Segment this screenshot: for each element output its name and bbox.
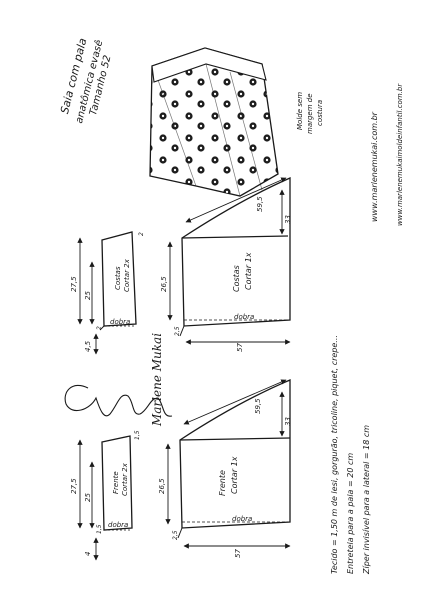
saia-costas-curve: 59,5 [256, 196, 264, 212]
pala-costas-bottom-offset: 2 [96, 326, 103, 330]
pala-costas-height-total: 27,5 [70, 276, 78, 292]
saia-costas-side: 33 [284, 215, 292, 224]
saia-costas-piece [167, 177, 291, 345]
pala-costas-height-inner: 25 [84, 291, 92, 300]
pala-frente-height-total: 27,5 [70, 478, 78, 494]
skirt-illustration [149, 47, 279, 197]
pala-frente-name: Frente [112, 471, 120, 494]
pala-costas-piece [77, 231, 137, 355]
pala-frente-bottom-width: 4 [84, 551, 92, 556]
pala-frente-piece [77, 435, 133, 561]
saia-costas-height: 26,5 [160, 276, 168, 292]
saia-frente-height: 26,5 [158, 478, 166, 494]
fabric-note-line3: Zíper invisível para a lateral = 18 cm [362, 424, 371, 574]
saia-frente-instruction: Cortar 1x [230, 456, 239, 494]
saia-costas-fold: dobra [234, 313, 255, 321]
signature: Marlene Mukai [150, 332, 164, 426]
pala-costas-instruction: Cortar 2x [123, 259, 131, 292]
url-site1: www.marlenemukai.com.br [370, 112, 379, 222]
signature-scribble [64, 384, 173, 417]
saia-frente-fold: dobra [232, 515, 253, 523]
pala-frente-right-offset: 1,5 [134, 430, 141, 440]
pala-costas-bottom-width: 4,5 [84, 340, 92, 352]
pala-costas-fold: dobra [110, 318, 131, 326]
pala-frente-fold: dobra [108, 521, 129, 529]
pala-frente-instruction: Cortar 2x [121, 463, 129, 496]
pala-costas-right-offset: 2 [138, 232, 145, 236]
saia-frente-bottom-offset: 2,5 [172, 530, 179, 540]
saia-frente-curve: 59,5 [254, 398, 262, 414]
fabric-note-line2: Entretela para a pala = 20 cm [346, 452, 355, 574]
note-line3: costura [316, 99, 324, 126]
saia-frente-side: 33 [284, 417, 292, 426]
saia-costas-name: Costas [232, 265, 241, 292]
saia-frente-name: Frente [218, 470, 227, 496]
note-line2: margem de [306, 93, 314, 134]
pala-costas-name: Costas [114, 266, 122, 291]
note-line1: Molde sem [296, 91, 304, 130]
saia-frente-piece [165, 379, 291, 549]
url-site2: www.marlenemukaimoldeinfantil.com.br [396, 83, 404, 226]
pala-frente-height-inner: 25 [84, 493, 92, 502]
pala-frente-bottom-offset: 1,5 [96, 524, 103, 534]
saia-frente-width: 57 [234, 549, 242, 558]
saia-costas-instruction: Cortar 1x [244, 252, 253, 290]
saia-costas-bottom-offset: 2,5 [174, 326, 181, 336]
saia-costas-width: 57 [236, 343, 244, 352]
fabric-note-line1: Tecido = 1,50 m de lesi, gorgurão, trico… [330, 335, 339, 574]
